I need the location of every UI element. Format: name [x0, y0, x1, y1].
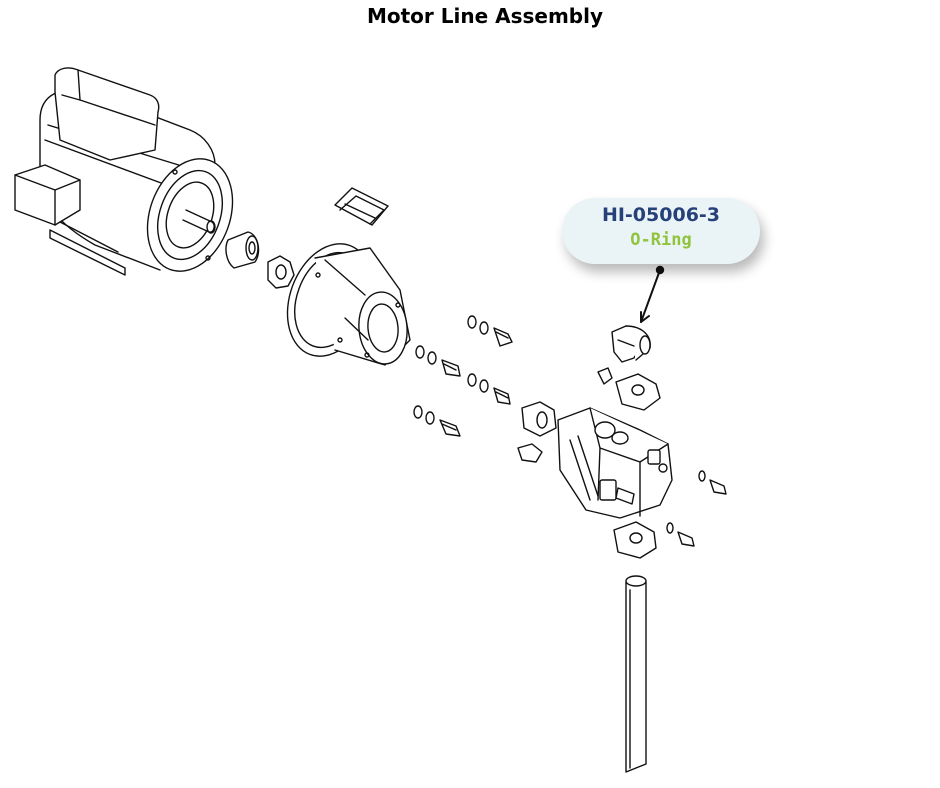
bell-housing [273, 232, 410, 368]
part-description-label: O-Ring [630, 230, 692, 250]
diagram-title: Motor Line Assembly [366, 4, 604, 28]
part-callout: HI-05006-3 O-Ring [562, 198, 760, 264]
coupling-half [226, 232, 259, 268]
part-number-label: HI-05006-3 [601, 204, 721, 226]
flange-fitting [598, 368, 660, 558]
coupling-guard [335, 188, 388, 225]
callout-leader [641, 267, 664, 323]
electric-motor [15, 68, 247, 283]
suction-pipe [626, 576, 646, 772]
hydraulic-pump [558, 408, 672, 518]
coupling-spider [268, 256, 294, 288]
mounting-bolts [414, 316, 726, 546]
pump-coupling [518, 402, 556, 462]
elbow-fitting [612, 326, 650, 362]
